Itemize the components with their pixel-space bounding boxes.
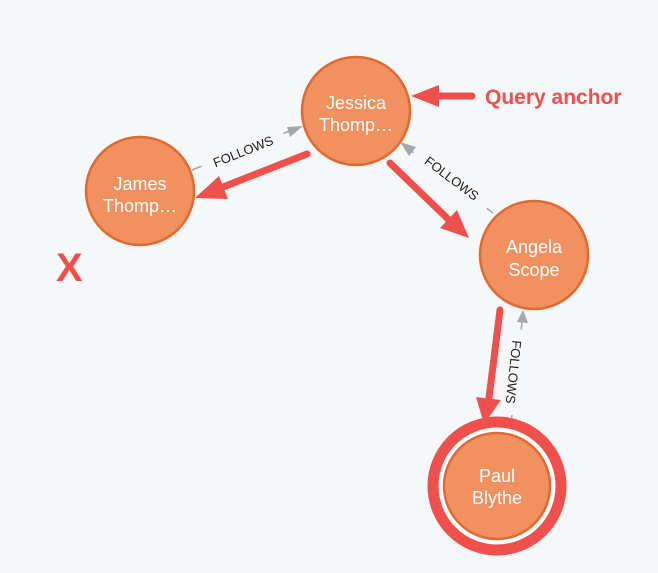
query-anchor-label: Query anchor xyxy=(485,86,622,109)
excluded-x-mark: X xyxy=(56,246,83,290)
node-jessica-thompson[interactable]: Jessica Thomp… xyxy=(300,55,412,167)
node-label-line1: Paul xyxy=(479,466,515,486)
node-circle xyxy=(478,199,590,311)
node-circle xyxy=(84,135,196,247)
edge-label-bg xyxy=(499,328,529,416)
traversal-arrow-head xyxy=(195,176,228,199)
node-label-line2: Thomp… xyxy=(103,196,177,216)
node-label-line1: Angela xyxy=(506,237,563,257)
traversal-arrow-angela-to-paul xyxy=(476,306,504,424)
traversal-arrow-shaft xyxy=(485,306,504,402)
edge-label-bg xyxy=(409,142,495,214)
edge-arrowhead xyxy=(287,126,303,137)
traversal-arrow-head xyxy=(440,210,469,238)
node-label-line2: Thomp… xyxy=(319,115,393,135)
traversal-arrow-jessica-to-james xyxy=(195,150,311,199)
edge-angela-jessica[interactable]: FOLLOWS xyxy=(400,142,495,214)
node-label-line1: Jessica xyxy=(326,93,387,113)
edge-label: FOLLOWS xyxy=(422,153,482,203)
node-label-line2: Scope xyxy=(508,260,559,280)
node-label-line1: James xyxy=(113,174,166,194)
node-circle xyxy=(442,431,552,541)
traversal-arrow-shaft xyxy=(386,159,452,223)
edge-arrowhead xyxy=(400,142,416,156)
node-label-line2: Blythe xyxy=(472,488,522,508)
edge-arrowhead xyxy=(517,310,528,323)
node-circle xyxy=(300,55,412,167)
traversal-arrow-jessica-to-angela xyxy=(386,159,469,238)
node-paul-blythe[interactable]: Paul Blythe xyxy=(442,431,552,541)
query-anchor-arrow-head xyxy=(411,85,439,107)
traversal-arrow-shaft xyxy=(219,150,311,191)
traversal-arrow-head xyxy=(476,397,501,424)
node-james-thompson[interactable]: James Thomp… xyxy=(84,135,196,247)
query-anchor-callout: Query anchor xyxy=(411,85,622,109)
node-angela-scope[interactable]: Angela Scope xyxy=(478,199,590,311)
edge-label-bg xyxy=(196,120,290,182)
edge-james-jessica[interactable]: FOLLOWS xyxy=(191,120,303,182)
edge-paul-angela[interactable]: FOLLOWS xyxy=(499,310,529,425)
edge-label: FOLLOWS xyxy=(503,340,525,405)
